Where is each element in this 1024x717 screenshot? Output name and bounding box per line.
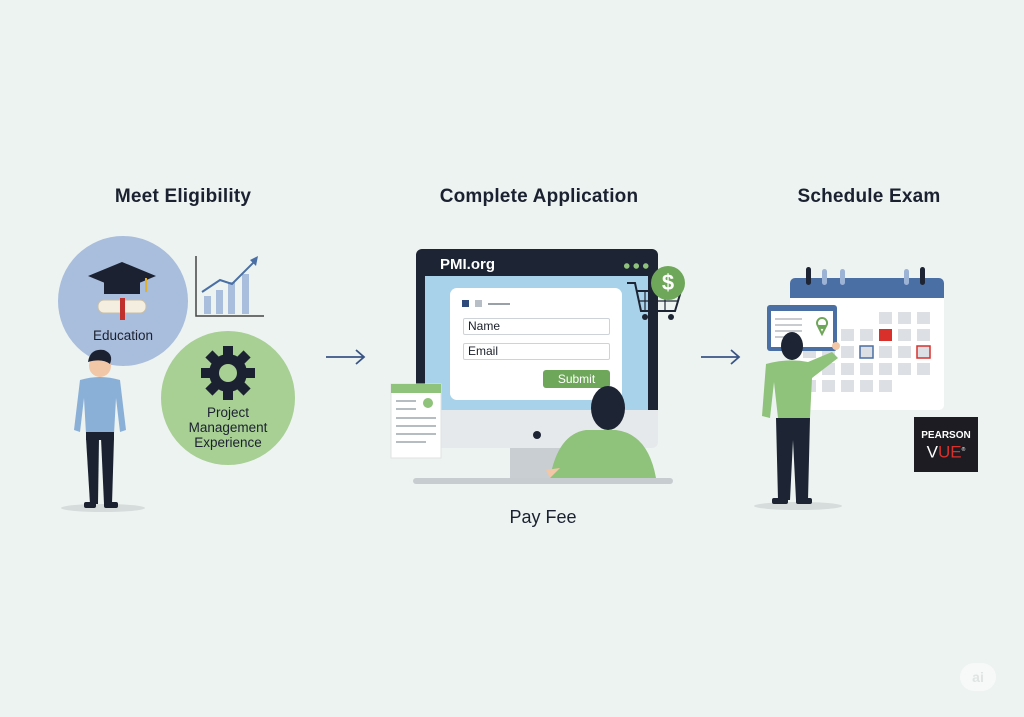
browser-url: PMI.org — [440, 256, 495, 273]
arrow-right-icon — [326, 349, 366, 365]
calendar-day-cell — [898, 346, 911, 358]
person-standing-icon — [61, 349, 145, 512]
desk — [413, 478, 673, 484]
step-title-schedule: Schedule Exam — [797, 186, 941, 207]
calendar-day-cell — [841, 329, 854, 341]
calendar-day-cell — [841, 363, 854, 375]
form-header-line — [488, 303, 510, 305]
person-at-computer-icon — [546, 386, 656, 478]
education-label: Education — [92, 328, 154, 343]
calendar-day-cell — [841, 380, 854, 392]
form-icon — [475, 300, 482, 307]
calendar-day-cell — [917, 312, 930, 324]
calendar-day-cell — [860, 363, 873, 375]
calendar-day-cell — [898, 312, 911, 324]
calendar-day-cell — [860, 380, 873, 392]
graduation-cap-icon — [88, 262, 156, 320]
email-field[interactable]: Email — [463, 343, 610, 360]
dollar-coin-icon: $ — [651, 266, 685, 300]
camera-dot — [533, 431, 541, 439]
person-pointing-icon — [754, 332, 842, 510]
calendar-day-cell — [898, 329, 911, 341]
pay-fee-caption: Pay Fee — [509, 507, 577, 527]
document-icon — [390, 383, 442, 459]
calendar-day-cell — [879, 312, 892, 324]
calendar-day-cell — [898, 363, 911, 375]
calendar-day-cell — [841, 346, 854, 358]
submit-button[interactable]: Submit — [543, 370, 610, 388]
form-icon — [462, 300, 469, 307]
calendar-day-cell — [859, 345, 874, 359]
vue-ue: UE — [938, 442, 962, 462]
calendar-day-cell — [916, 345, 931, 359]
name-field[interactable]: Name — [463, 318, 610, 335]
vue-v: V — [926, 442, 939, 462]
calendar-day-cell — [822, 380, 835, 392]
calendar-day-cell — [879, 380, 892, 392]
calendar-day-cell — [917, 329, 930, 341]
calendar-day-cell — [879, 329, 892, 341]
browser-dots-icon — [622, 263, 650, 269]
pearson-logo-text: PEARSON — [921, 430, 971, 441]
ai-watermark: ai — [960, 663, 996, 691]
step-title-application: Complete Application — [439, 186, 639, 207]
arrow-right-icon — [701, 349, 741, 365]
pearson-vue-logo: PEARSON VUE® — [914, 417, 978, 472]
step-title-eligibility: Meet Eligibility — [114, 186, 252, 207]
calendar-day-cell — [879, 346, 892, 358]
calendar-day-cell — [917, 363, 930, 375]
gear-icon — [201, 346, 255, 400]
calendar-grid — [803, 312, 931, 392]
calendar-rings — [806, 267, 925, 285]
experience-label: Project Management Experience — [188, 405, 268, 450]
growth-chart-icon — [195, 256, 264, 317]
calendar-day-cell — [879, 363, 892, 375]
registered-mark: ® — [961, 447, 966, 453]
calendar-day-cell — [860, 329, 873, 341]
